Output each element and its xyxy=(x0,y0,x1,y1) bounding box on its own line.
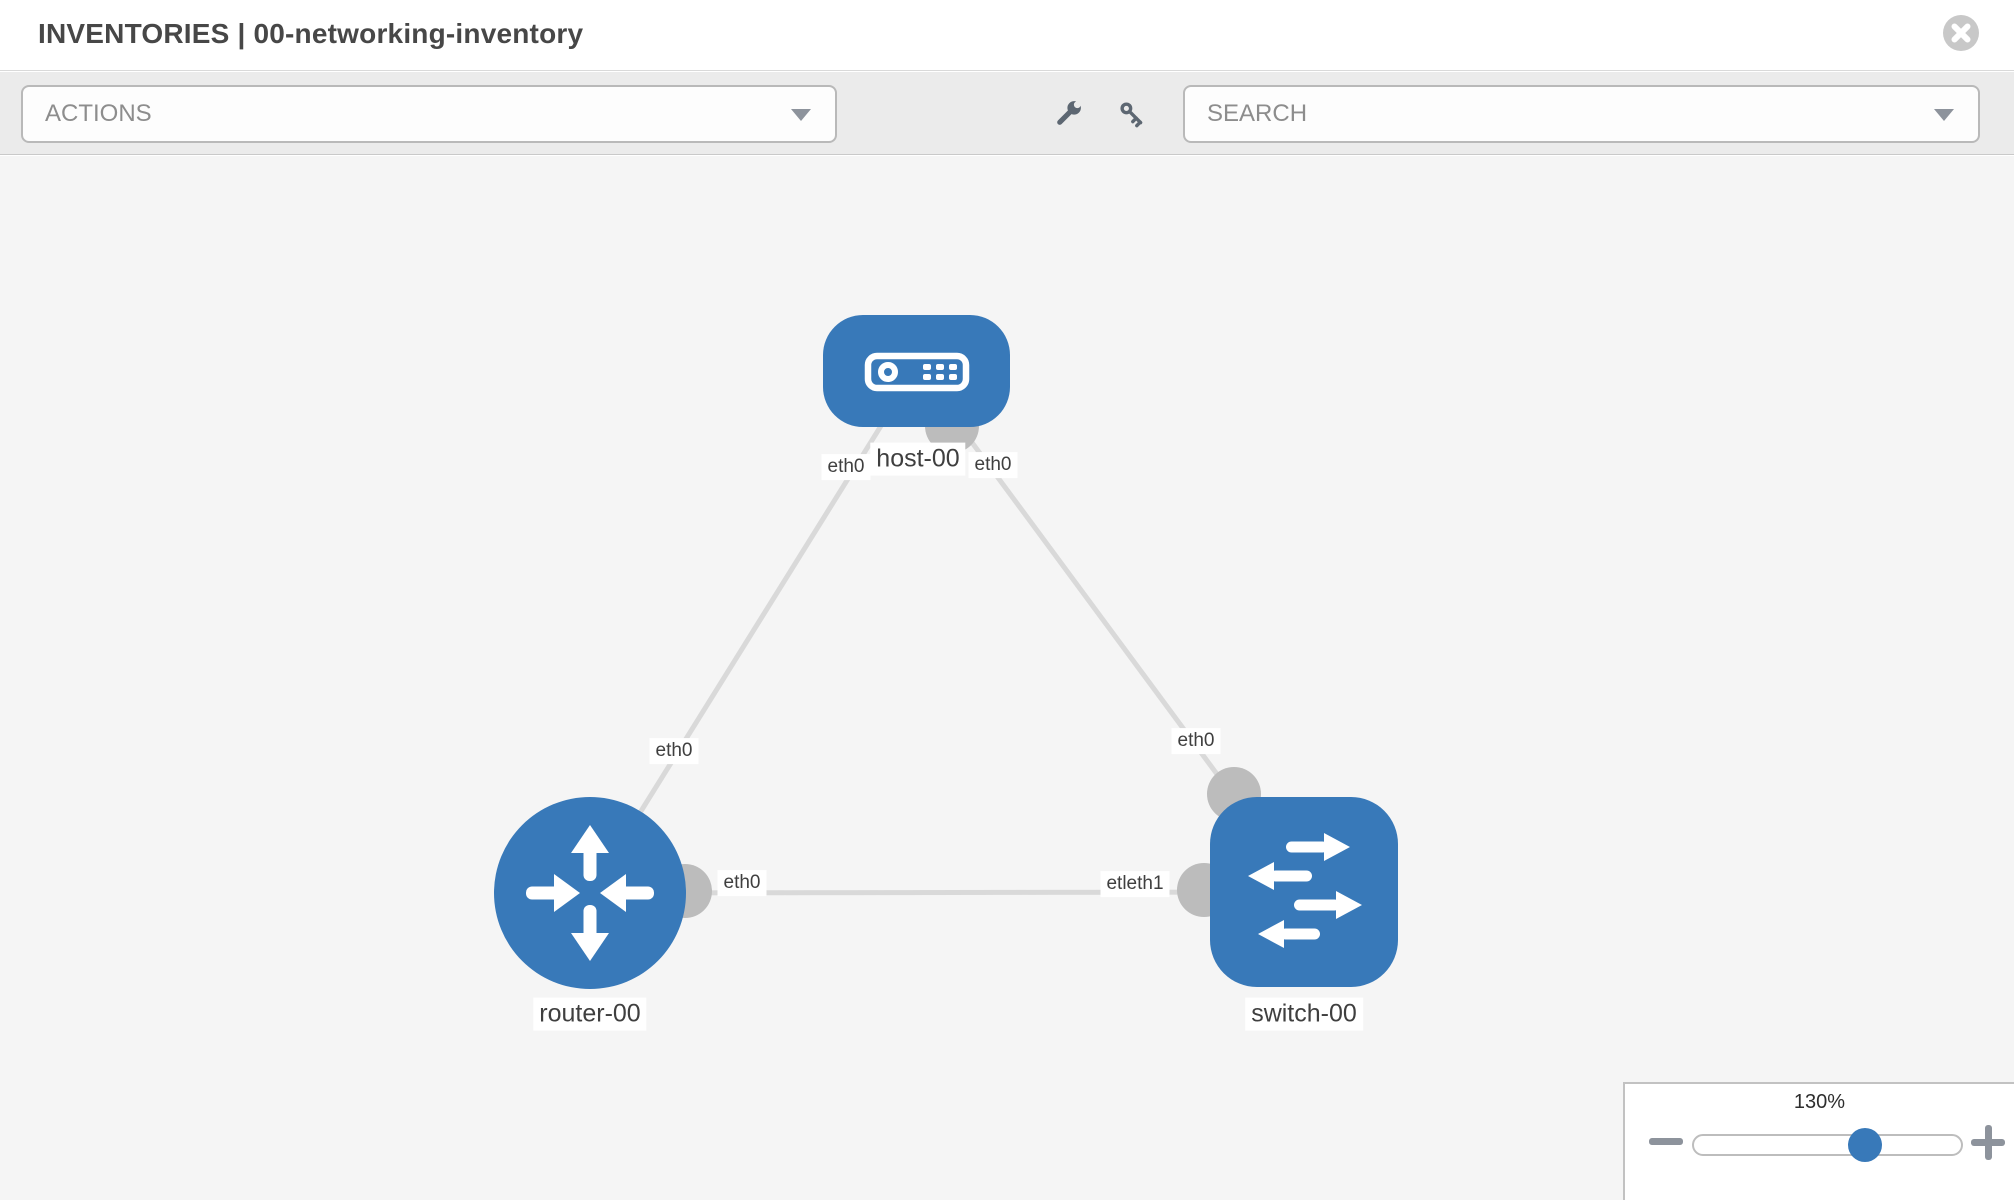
host-server-icon xyxy=(864,352,970,392)
router-arrows-icon xyxy=(526,825,654,961)
search-dropdown[interactable]: SEARCH xyxy=(1183,85,1980,143)
interface-label: eth0 xyxy=(821,454,871,480)
wrench-icon[interactable] xyxy=(1050,96,1086,132)
zoom-level: 130% xyxy=(1793,1091,1846,1113)
interface-label: eth0 xyxy=(649,738,699,764)
node-host[interactable] xyxy=(823,315,1010,427)
toolbar: ACTIONS SEARCH xyxy=(0,72,2014,155)
interface-label: eth0 xyxy=(717,870,767,896)
node-label-switch[interactable]: switch-00 xyxy=(1245,997,1363,1031)
plus-icon[interactable] xyxy=(1971,1124,2005,1160)
zoom-slider-track[interactable] xyxy=(1692,1134,1963,1156)
node-switch[interactable] xyxy=(1210,797,1398,987)
switch-arrows-icon xyxy=(1248,833,1362,948)
zoom-slider-handle[interactable] xyxy=(1848,1128,1882,1162)
actions-dropdown-label: ACTIONS xyxy=(45,100,152,127)
topology-canvas[interactable] xyxy=(0,156,2014,1200)
actions-dropdown[interactable]: ACTIONS xyxy=(21,85,837,143)
interface-label: eth0 xyxy=(968,452,1018,478)
zoom-panel: 130% xyxy=(1623,1082,2014,1200)
node-router[interactable] xyxy=(494,797,686,989)
node-label-host[interactable]: host-00 xyxy=(870,442,966,476)
caret-down-icon xyxy=(791,109,811,121)
interface-label: etleth1 xyxy=(1100,871,1170,897)
search-placeholder: SEARCH xyxy=(1207,100,1308,127)
node-label-router[interactable]: router-00 xyxy=(533,997,647,1031)
page-title: INVENTORIES | 00-networking-inventory xyxy=(38,18,584,49)
interface-label: eth0 xyxy=(1171,728,1221,754)
key-icon[interactable] xyxy=(1116,98,1152,134)
close-icon xyxy=(1943,15,1979,51)
minus-icon[interactable] xyxy=(1649,1128,1683,1156)
close-button[interactable] xyxy=(1942,14,1980,52)
caret-down-icon xyxy=(1934,109,1954,121)
header: INVENTORIES | 00-networking-inventory xyxy=(0,0,2014,71)
